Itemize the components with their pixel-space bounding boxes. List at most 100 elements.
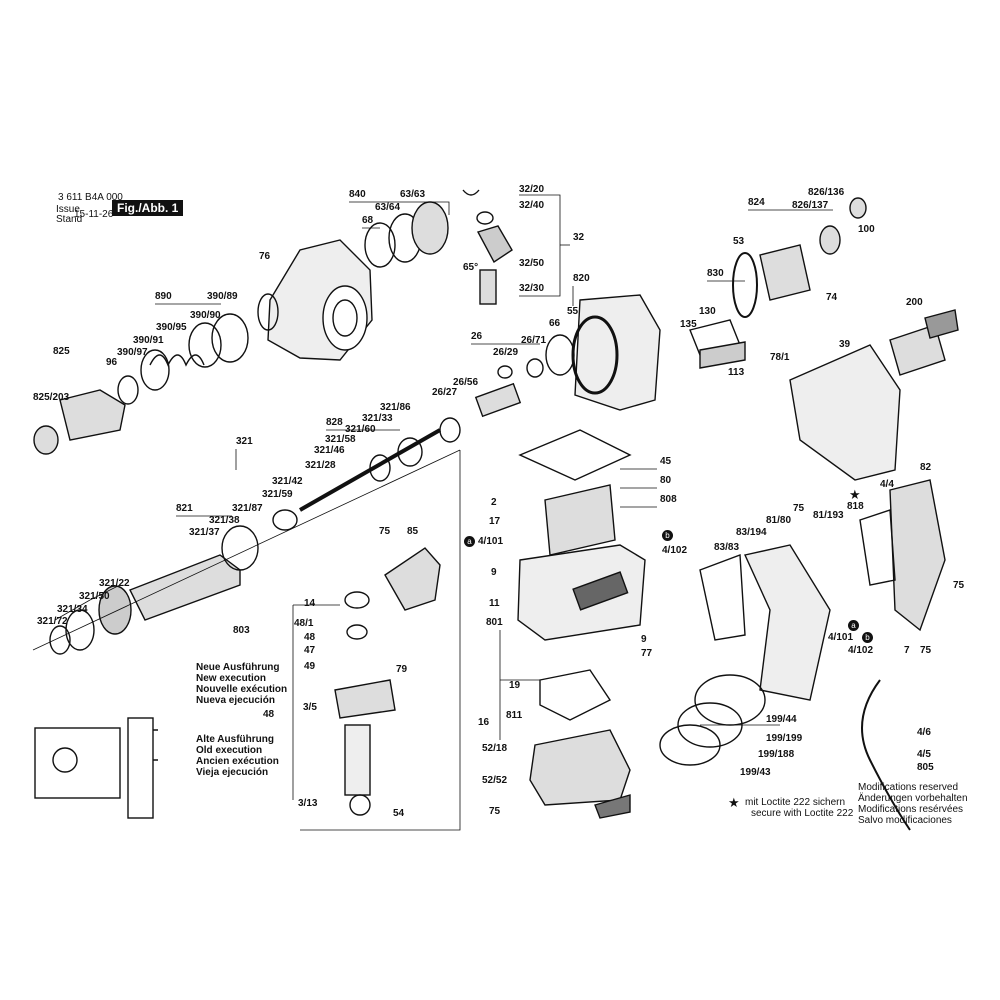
schematic-drawing bbox=[34, 717, 158, 819]
part-label-p19: 19 bbox=[509, 680, 521, 691]
part-label-p52_18: 52/18 bbox=[482, 743, 508, 754]
star-icon: ★ bbox=[728, 795, 740, 810]
part-label-p65deg: 65° bbox=[463, 262, 479, 273]
loctite-en: secure with Loctite 222 bbox=[751, 808, 854, 819]
part-label-p48_1: 48/1 bbox=[294, 618, 314, 629]
part-label-p9b: 9 bbox=[641, 634, 647, 645]
part-label-p48: 48 bbox=[304, 632, 316, 643]
part-label-p890: 890 bbox=[155, 291, 172, 302]
part-label-p75c: 75 bbox=[489, 806, 501, 817]
handle-drawing bbox=[699, 479, 946, 701]
part-label-p805: 805 bbox=[917, 762, 934, 773]
part-label-p130: 130 bbox=[699, 306, 716, 317]
part-label-p808: 808 bbox=[660, 494, 677, 505]
part-label-p68: 68 bbox=[362, 215, 374, 226]
part-label-p840: 840 bbox=[349, 189, 366, 200]
part-label-p2: 2 bbox=[491, 497, 497, 508]
part-label-p81_80: 81/80 bbox=[766, 515, 792, 526]
part-label-p321_38: 321/38 bbox=[209, 515, 240, 526]
striker-drawing bbox=[474, 358, 544, 418]
brush-housing-drawing bbox=[529, 669, 631, 819]
part-label-p80: 80 bbox=[660, 475, 672, 486]
bearing-63-63-drawing bbox=[411, 201, 449, 255]
part-label-p821: 821 bbox=[176, 503, 193, 514]
loctite-de: mit Loctite 222 sichern bbox=[745, 797, 846, 808]
old-execution-es: Vieja ejecución bbox=[196, 767, 269, 778]
part-label-p45: 45 bbox=[660, 456, 672, 467]
part-label-p81_193: 81/193 bbox=[813, 510, 844, 521]
part-label-p826_137: 826/137 bbox=[792, 200, 829, 211]
part-label-p4_101a: 4/101 bbox=[478, 536, 504, 547]
part-label-p32_30: 32/30 bbox=[519, 283, 545, 294]
part-label-p14: 14 bbox=[304, 598, 316, 609]
old-execution-fr: Ancien exécution bbox=[196, 756, 279, 767]
marker-a: a bbox=[464, 536, 475, 547]
part-label-p113: 113 bbox=[728, 367, 745, 378]
cable-drawing bbox=[861, 679, 911, 831]
part-label-p199_43: 199/43 bbox=[740, 767, 771, 778]
modifications-de: Änderungen vorbehalten bbox=[858, 793, 968, 804]
part-label-p321_22: 321/22 bbox=[99, 578, 130, 589]
figure-label: Fig./Abb. 1 bbox=[112, 200, 184, 216]
part-label-p75e: 75 bbox=[920, 645, 932, 656]
part-label-p63_64: 63/64 bbox=[375, 202, 401, 213]
part-label-p321_34: 321/34 bbox=[57, 604, 88, 615]
stand-label: Stand bbox=[56, 214, 83, 225]
part-label-p321_33: 321/33 bbox=[362, 413, 393, 424]
piston-drawing bbox=[462, 189, 513, 305]
modifications-note: Modifications reserved Änderungen vorbeh… bbox=[858, 782, 968, 826]
part-label-p321_28: 321/28 bbox=[305, 460, 336, 471]
part-label-p199_188: 199/188 bbox=[758, 749, 795, 760]
tool-holder-drawing bbox=[33, 389, 126, 455]
marker-a: a bbox=[848, 620, 859, 631]
modifications-en: Modifications reserved bbox=[858, 782, 959, 793]
tool-barrel-drawing bbox=[49, 525, 259, 655]
part-label-p801: 801 bbox=[486, 617, 503, 628]
part-label-p390_95: 390/95 bbox=[156, 322, 187, 333]
part-label-p52_52: 52/52 bbox=[482, 775, 508, 786]
part-label-p48b: 48 bbox=[263, 709, 275, 720]
part-label-p321_37: 321/37 bbox=[189, 527, 220, 538]
part-label-p803: 803 bbox=[233, 625, 250, 636]
part-label-p3_13: 3/13 bbox=[298, 798, 318, 809]
modifications-es: Salvo modificaciones bbox=[858, 815, 952, 826]
part-label-p200: 200 bbox=[906, 297, 923, 308]
new-execution-note: Neue Ausführung New execution Nouvelle e… bbox=[196, 662, 287, 706]
part-label-p199_199: 199/199 bbox=[766, 733, 803, 744]
part-label-p390_90: 390/90 bbox=[190, 310, 221, 321]
old-execution-note: Alte Ausführung Old execution Ancien exé… bbox=[196, 734, 279, 778]
modifications-fr: Modifications resérvées bbox=[858, 804, 964, 815]
part-label-p321_50: 321/50 bbox=[79, 591, 110, 602]
part-label-p7: 7 bbox=[904, 645, 910, 656]
part-label-p820: 820 bbox=[573, 273, 590, 284]
part-label-p321: 321 bbox=[236, 436, 253, 447]
part-label-p321_86: 321/86 bbox=[380, 402, 411, 413]
part-label-p83_194: 83/194 bbox=[736, 527, 767, 538]
handle-gaskets-drawing bbox=[659, 674, 766, 766]
part-label-p26_56: 26/56 bbox=[453, 377, 479, 388]
gear-housing-drawing bbox=[257, 239, 373, 361]
part-label-p321_58: 321/58 bbox=[325, 434, 356, 445]
marker-b: b bbox=[862, 632, 873, 643]
old-execution-de: Alte Ausführung bbox=[196, 734, 274, 745]
loctite-note: mit Loctite 222 sichern secure with Loct… bbox=[745, 797, 853, 819]
part-label-p321_60: 321/60 bbox=[345, 424, 376, 435]
part-label-p4_102b: 4/102 bbox=[848, 645, 874, 656]
part-label-p26: 26 bbox=[471, 331, 483, 342]
part-label-p82: 82 bbox=[920, 462, 932, 473]
part-label-p830: 830 bbox=[707, 268, 724, 279]
part-label-p63_63: 63/63 bbox=[400, 189, 426, 200]
part-label-p100: 100 bbox=[858, 224, 875, 235]
part-label-p321_59: 321/59 bbox=[262, 489, 293, 500]
part-label-p321_46: 321/46 bbox=[314, 445, 345, 456]
part-label-p85: 85 bbox=[407, 526, 419, 537]
part-label-p78_1: 78/1 bbox=[770, 352, 790, 363]
part-label-p135: 135 bbox=[680, 319, 697, 330]
part-label-p66: 66 bbox=[549, 318, 561, 329]
part-label-p32: 32 bbox=[573, 232, 585, 243]
part-label-p55: 55 bbox=[567, 306, 579, 317]
part-label-p199_44: 199/44 bbox=[766, 714, 797, 725]
bearing-68-drawing bbox=[364, 222, 396, 268]
part-label-p4_102a: 4/102 bbox=[662, 545, 688, 556]
